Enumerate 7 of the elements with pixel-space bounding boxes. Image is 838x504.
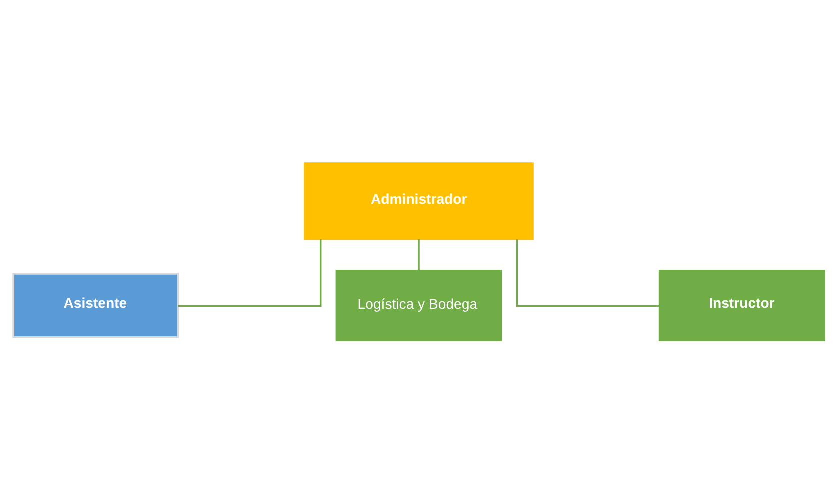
node-box: Asistente	[12, 273, 180, 338]
connector	[516, 240, 660, 308]
connector	[178, 240, 322, 308]
node-box: Instructor	[658, 270, 826, 342]
connector	[418, 239, 420, 271]
node-box: Administrador	[304, 162, 534, 240]
node-box: Logística y Bodega	[336, 270, 502, 342]
